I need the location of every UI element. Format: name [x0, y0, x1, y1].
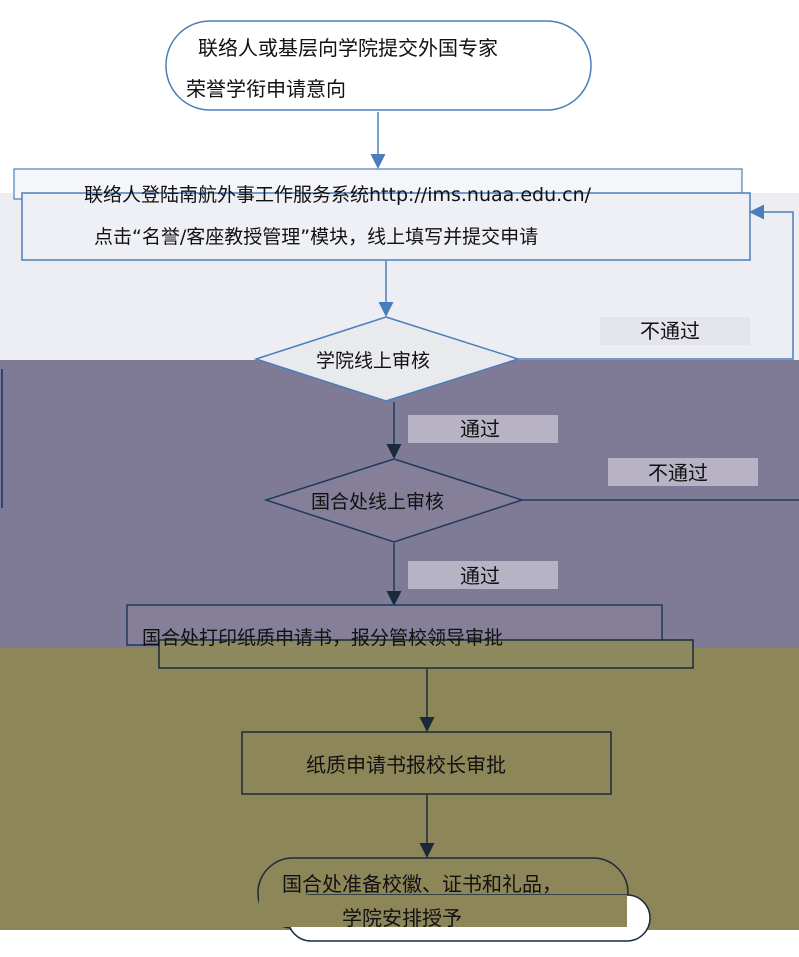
intent-line-2: 荣誉学衔申请意向 — [186, 77, 346, 101]
intl-review-diamond — [263, 458, 525, 543]
ceremony-line-2: 学院安排授予 — [342, 906, 462, 930]
president-approval-box — [241, 731, 612, 795]
print-submit-box-back — [126, 604, 663, 646]
submit-box — [21, 192, 751, 261]
intl-review-label: 国合处线上审核 — [311, 491, 445, 513]
submit-line-2: 点击“名誉/客座教授管理”模块，线上填写并提交申请 — [94, 226, 539, 248]
reject-1-chip — [600, 317, 750, 345]
intent-box — [165, 20, 592, 111]
intent-line-1: 联络人或基层向学院提交外国专家 — [198, 36, 498, 60]
pass-2-chip — [408, 561, 558, 589]
pass-1-chip — [408, 415, 558, 443]
reject-loop-college — [518, 204, 794, 360]
ceremony-overlap-fill — [259, 895, 627, 927]
reject-2-chip — [608, 458, 758, 486]
president-approval-label: 纸质申请书报校长审批 — [306, 753, 506, 777]
reject-1-label: 不通过 — [640, 319, 700, 343]
reject-2-label: 不通过 — [648, 461, 708, 485]
print-submit-label: 国合处打印纸质申请书，报分管校领导审批 — [142, 627, 504, 649]
pass-2-label: 通过 — [460, 564, 500, 588]
print-submit-box — [158, 639, 694, 669]
college-review-diamond — [253, 316, 521, 402]
college-review-label: 学院线上审核 — [316, 350, 431, 372]
submit-line-1: 联络人登陆南航外事工作服务系统http://ims.nuaa.edu.cn/ — [84, 184, 592, 206]
ceremony-line-1: 国合处准备校徽、证书和礼品， — [282, 872, 562, 896]
pass-1-label: 通过 — [460, 417, 500, 441]
